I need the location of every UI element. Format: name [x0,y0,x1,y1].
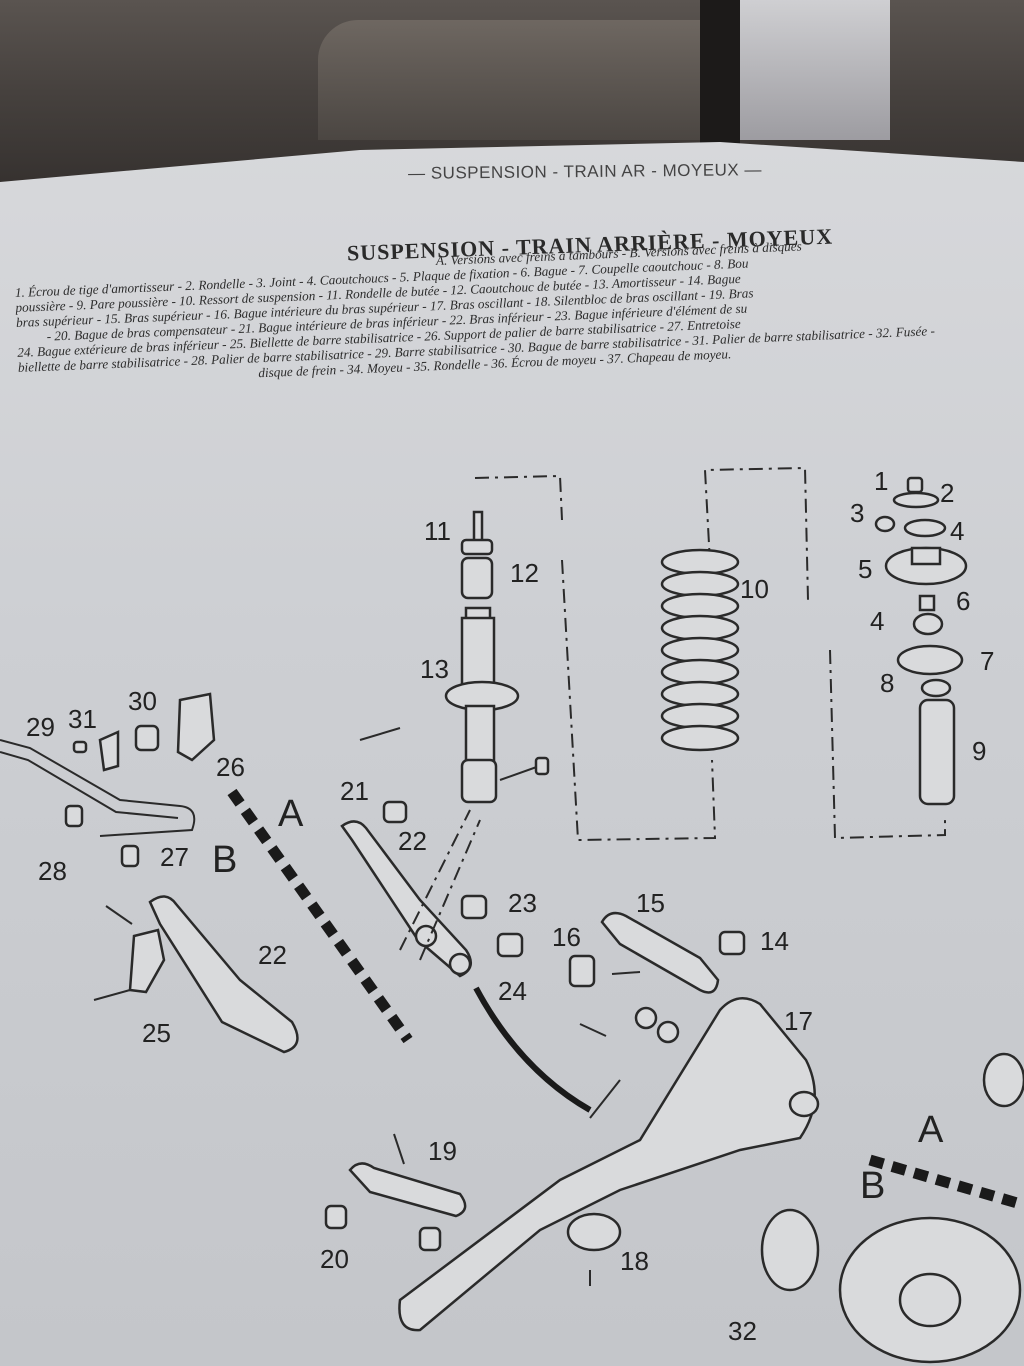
callout-8: 8 [880,668,894,698]
callout-16: 16 [552,922,581,952]
section-label-a: A [278,793,304,835]
section-label-b: B [212,839,237,881]
brake-variant-arc [473,986,592,1113]
section-label-a: A [918,1109,944,1151]
section-label-b: B [860,1165,885,1207]
callout-4: 4 [870,606,884,636]
background-box [740,0,890,140]
background-chair-leg [700,0,740,160]
stabilizer-bar-drawing [0,692,216,868]
trailing-arm-drawing [398,997,820,1332]
callout-22: 22 [398,826,427,856]
hub-disc-drawing [760,1052,1024,1364]
callout-28: 28 [38,856,67,886]
callout-20: 20 [320,1244,349,1274]
callout-24: 24 [498,976,527,1006]
callout-6: 6 [956,586,970,616]
callout-14: 14 [760,926,789,956]
compensator-arm-drawing [324,1133,467,1252]
coil-spring-drawing [660,548,740,752]
lower-arm-a-drawing [340,727,524,978]
callout-31: 31 [68,704,97,734]
callout-29: 29 [26,712,55,742]
callout-3: 3 [850,498,864,528]
callout-15: 15 [636,888,665,918]
section-divider-left [227,788,413,1044]
callout-2: 2 [940,478,954,508]
callout-11: 11 [424,516,451,546]
callout-18: 18 [620,1246,649,1276]
top-mount-drawing [874,476,968,806]
callout-27: 27 [160,842,189,872]
callout-19: 19 [428,1136,457,1166]
callout-5: 5 [858,554,872,584]
shock-absorber-drawing [444,510,550,804]
upper-arm-drawing [568,911,746,994]
callout-7: 7 [980,646,994,676]
callout-4: 4 [950,516,964,546]
callout-17: 17 [784,1006,813,1036]
callout-22: 22 [258,940,287,970]
callout-12: 12 [510,558,539,588]
section-divider-right [868,1154,1024,1211]
callout-26: 26 [216,752,245,782]
callout-10: 10 [740,574,769,604]
callout-13: 13 [420,654,449,684]
callout-21: 21 [340,776,369,806]
callout-1: 1 [874,466,888,496]
assembly-frame-lines [474,466,946,842]
lower-arm-b-drawing [93,895,299,1054]
callout-32: 32 [728,1316,757,1346]
callout-30: 30 [128,686,157,716]
manual-page [0,142,1024,1366]
callout-23: 23 [508,888,537,918]
callout-9: 9 [972,736,986,766]
callout-25: 25 [142,1018,171,1048]
